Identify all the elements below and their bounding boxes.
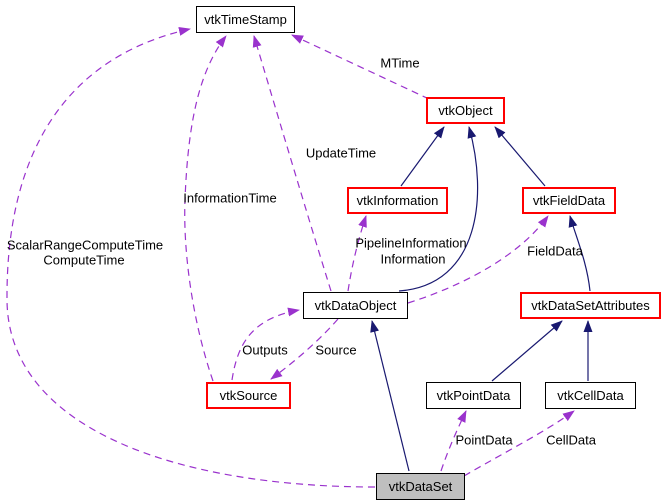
edge-label-fielddata: FieldData [527,243,583,259]
edge-source [270,318,339,380]
edge-fielddata-to-object [494,126,546,187]
edge-information-to-object [400,126,445,187]
edge-scalarrangecomputetime [6,27,376,488]
edge-label-informationtime: InformationTime [183,190,277,206]
edge-label-outputs: Outputs [242,342,288,358]
edge-label-pipelineinformation: PipelineInformation [355,235,467,251]
edge-datasetattributes-to-fielddata [568,215,591,292]
edge-dataobject-to-object [398,126,479,292]
edge-label-computetime: ComputeTime [43,252,125,268]
edge-outputs [231,307,300,381]
edge-informationtime [184,35,227,382]
edge-fielddata [407,215,549,304]
edge-mtime [291,34,430,100]
node-vtkdatasetattributes[interactable]: vtkDataSetAttributes [520,292,661,319]
edge-pointdata-to-datasetattributes [491,320,563,382]
node-vtkdataobject[interactable]: vtkDataObject [303,292,408,319]
node-vtktimestamp[interactable]: vtkTimeStamp [196,6,295,33]
edge-dataset-to-dataobject [370,320,410,472]
edge-label-celldata: CellData [546,432,596,448]
node-vtksource[interactable]: vtkSource [206,382,291,409]
node-vtkfielddata[interactable]: vtkFieldData [522,187,616,214]
edge-celldata [463,410,575,477]
edge-pointdata [440,410,467,472]
edge-label-mtime: MTime [380,55,420,71]
edge-pipelineinformation [347,215,367,292]
edge-updatetime [252,35,332,292]
edge-label-updatetime: UpdateTime [305,145,377,161]
node-vtkpointdata[interactable]: vtkPointData [426,382,521,409]
edge-label-source: Source [315,342,357,358]
node-vtkobject[interactable]: vtkObject [426,97,505,124]
edge-label-pointdata: PointData [455,432,513,448]
edge-label-information: Information [380,251,446,267]
node-vtkcelldata[interactable]: vtkCellData [545,382,636,409]
edge-label-scalarrangecomputetime: ScalarRangeComputeTime [6,237,164,253]
node-vtkdataset: vtkDataSet [376,473,465,500]
node-vtkinformation[interactable]: vtkInformation [347,187,448,214]
